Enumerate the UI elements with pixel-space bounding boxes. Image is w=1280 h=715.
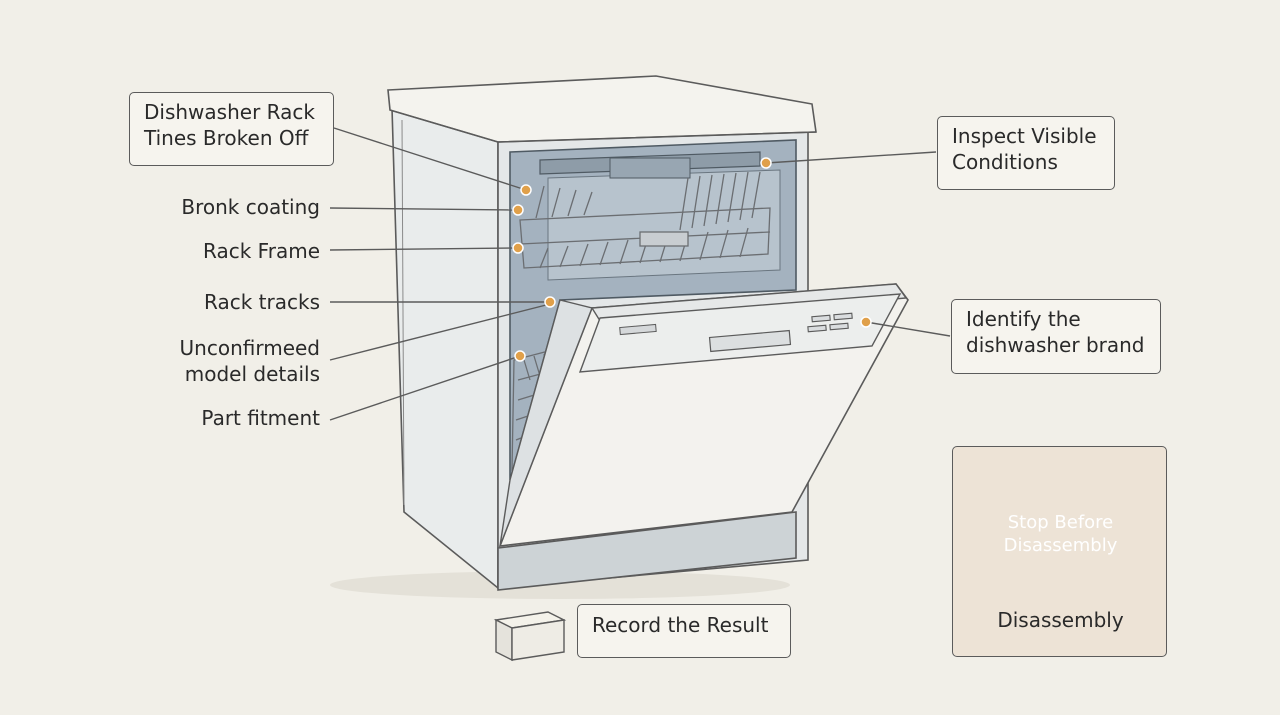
marker-rack-tracks bbox=[544, 296, 556, 308]
label-identify-dishwasher-brand: Identify the dishwasher brand bbox=[951, 299, 1161, 374]
door-handle bbox=[708, 329, 792, 353]
kick-plate bbox=[497, 511, 797, 591]
callout-markers bbox=[512, 157, 872, 362]
stop-sign-text: Stop Before Disassembly bbox=[1003, 512, 1118, 556]
label-record-the-result: Record the Result bbox=[577, 604, 791, 658]
marker-part-fitment bbox=[514, 350, 526, 362]
upper-rack bbox=[519, 171, 771, 269]
control-panel-bezel bbox=[578, 293, 902, 373]
door-inner-face bbox=[499, 299, 593, 547]
countertop-front-edge bbox=[389, 109, 817, 143]
label-part-fitment: Part fitment bbox=[201, 406, 320, 430]
side-panel-edge bbox=[401, 119, 405, 506]
leader-bronk-coating bbox=[329, 207, 519, 211]
label-rack-tines-broken-off: Dishwasher Rack Tines Broken Off bbox=[129, 92, 334, 166]
marker-bronk-coating bbox=[512, 204, 524, 216]
label-inspect-visible-conditions: Inspect Visible Conditions bbox=[937, 116, 1115, 190]
label-rack-tracks: Rack tracks bbox=[204, 290, 320, 314]
label-bronk-coating: Bronk coating bbox=[181, 195, 320, 219]
marker-identify-brand bbox=[860, 316, 872, 328]
marker-rack-frame bbox=[512, 242, 524, 254]
spray-arm-hub bbox=[609, 157, 691, 179]
stop-before-disassembly-panel: Stop Before Disassembly Disassembly bbox=[952, 446, 1167, 657]
label-rack-frame: Rack Frame bbox=[203, 239, 320, 263]
marker-rack-tines bbox=[520, 184, 532, 196]
leader-rack-frame bbox=[329, 247, 519, 251]
brand-badge-slot bbox=[619, 323, 657, 336]
leader-inspect-conditions bbox=[765, 151, 937, 164]
leader-part-fitment bbox=[329, 355, 521, 421]
small-block-icon bbox=[493, 611, 567, 662]
leader-rack-tines bbox=[333, 127, 527, 191]
leader-lines bbox=[329, 127, 951, 421]
cabinet-side-panel bbox=[391, 107, 499, 590]
marker-inspect-conditions bbox=[760, 157, 772, 169]
floor-shadow bbox=[330, 571, 790, 599]
stop-caption: Disassembly bbox=[997, 608, 1124, 632]
control-buttons bbox=[807, 312, 853, 333]
leader-unconfirmed-model bbox=[329, 303, 551, 361]
leader-identify-brand bbox=[865, 321, 951, 337]
label-unconfirmed-model-details: Unconfirmeed model details bbox=[179, 336, 320, 386]
